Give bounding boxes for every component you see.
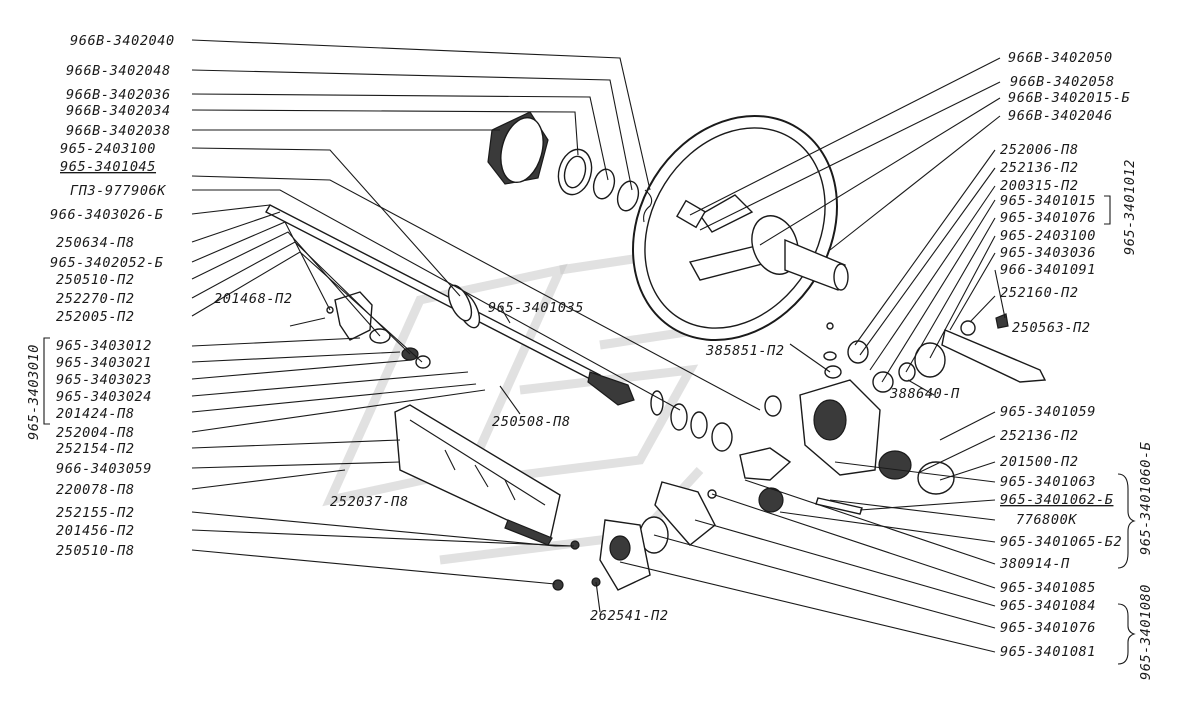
label-left-8: 966-3403026-Б <box>50 207 163 223</box>
label-left-0: 966В-3402040 <box>70 33 175 49</box>
label-left-lower-2: 252154-П2 <box>56 441 135 457</box>
label-center-4: 250508-П8 <box>492 414 571 430</box>
label-right-low-8: 965-3401085 <box>1000 580 1096 596</box>
label-right-low-2: 201500-П2 <box>1000 454 1079 470</box>
label-right-mid-5: 965-2403100 <box>1000 228 1096 244</box>
label-right-top-3: 966В-3402046 <box>1008 108 1113 124</box>
label-center-3: 385851-П2 <box>705 343 785 359</box>
label-left-lower-1: 252004-П8 <box>56 425 135 441</box>
label-center-2: 965-3401035 <box>488 300 584 316</box>
label-left-12: 252270-П2 <box>56 291 135 307</box>
label-left-7: ГПЗ-977906К <box>70 183 166 199</box>
label-right-mid-1: 252136-П2 <box>1000 160 1079 176</box>
labels-right-mid: 252006-П8 252136-П2 200315-П2 965-340101… <box>1000 142 1138 278</box>
lower-cover <box>394 404 561 546</box>
label-right-low-1: 252136-П2 <box>1000 428 1079 444</box>
label-right-low-7: 380914-П <box>999 556 1070 572</box>
labels-left: 966В-3402040 966В-3402048 966В-3402036 9… <box>50 33 175 325</box>
label-center-5: 252037-П8 <box>330 494 409 510</box>
label-left-lower-5: 252155-П2 <box>56 505 135 521</box>
steering-shaft <box>265 204 782 452</box>
label-right-low-5: 776800К <box>1016 512 1077 528</box>
label-left-5: 965-2403100 <box>60 141 156 157</box>
label-left-lower-3: 966-3403059 <box>56 461 152 477</box>
label-center-7: 388640-П <box>889 386 960 402</box>
label-right-top-1: 966В-3402058 <box>1010 74 1115 90</box>
label-right-low-6: 965-3401065-Б2 <box>1000 534 1122 550</box>
label-left-1: 966В-3402048 <box>66 63 171 79</box>
label-left-4: 966В-3402038 <box>66 123 171 139</box>
label-right-low-4: 965-3401062-Б <box>1000 492 1113 508</box>
label-right-low-0: 965-3401059 <box>1000 404 1096 420</box>
label-left-lower-4: 220078-П8 <box>56 482 135 498</box>
label-left-group-3: 965-3403024 <box>56 389 152 405</box>
group-label-left: 965-3403010 <box>26 344 42 440</box>
label-left-lower-7: 250510-П8 <box>56 543 135 559</box>
group-braces <box>43 195 1136 665</box>
label-center-8: 250563-П2 <box>1012 320 1091 336</box>
group-label-right-mid: 965-3401060-Б <box>1138 442 1154 555</box>
label-left-lower-0: 201424-П8 <box>56 406 135 422</box>
leader-lines <box>191 39 1006 653</box>
label-center-9: 252160-П2 <box>1000 285 1079 301</box>
label-center-6: 262541-П2 <box>590 608 669 624</box>
label-right-mid-6: 965-3403036 <box>1000 245 1096 261</box>
label-right-low-10: 965-3401076 <box>1000 620 1096 636</box>
label-left-11: 250510-П2 <box>56 272 135 288</box>
label-left-group-0: 965-3403012 <box>56 338 152 354</box>
label-left-9: 250634-П8 <box>56 235 135 251</box>
label-center-1: 201468-П2 <box>214 291 293 307</box>
label-right-mid-2: 200315-П2 <box>1000 178 1079 194</box>
label-right-top-2: 966В-3402015-Б <box>1008 90 1130 106</box>
label-left-lower-6: 201456-П2 <box>56 523 135 539</box>
label-right-mid-0: 252006-П8 <box>1000 142 1079 158</box>
label-left-3: 966В-3402034 <box>66 103 171 119</box>
labels-left-lower: 201424-П8 252004-П8 252154-П2 966-340305… <box>56 406 152 559</box>
bearing-housing <box>552 481 717 591</box>
label-right-mid-7: 966-3401091 <box>1000 262 1096 278</box>
labels-left-group: 965-3403012 965-3403021 965-3403023 965-… <box>26 338 152 440</box>
label-left-13: 252005-П2 <box>56 309 135 325</box>
labels-right-top: 966В-3402050 966В-3402058 966В-3402015-Б… <box>1008 50 1130 124</box>
label-left-6: 965-3401045 <box>60 159 156 175</box>
label-right-mid-3: 965-3401015 <box>1000 193 1096 209</box>
label-right-top-0: 966В-3402050 <box>1008 50 1113 66</box>
label-left-2: 966В-3402036 <box>66 87 171 103</box>
label-left-group-1: 965-3403021 <box>56 355 152 371</box>
label-left-10: 965-3402052-Б <box>50 255 163 271</box>
label-right-low-9: 965-3401084 <box>1000 598 1096 614</box>
labels-center: 201468-П2 965-3401035 385851-П2 250508-П… <box>214 285 1091 624</box>
labels-right-low: 965-3401059 252136-П2 201500-П2 965-3401… <box>999 404 1154 680</box>
label-right-low-3: 965-3401063 <box>1000 474 1096 490</box>
steering-wheel <box>632 114 849 342</box>
horn-cap <box>487 111 653 223</box>
label-left-group-2: 965-3403023 <box>56 372 152 388</box>
gear-housing <box>739 313 1047 515</box>
label-right-low-11: 965-3401081 <box>1000 644 1096 660</box>
group-label-right-top: 965-3401012 <box>1122 159 1138 255</box>
group-label-right-bottom: 965-3401080 <box>1138 584 1154 680</box>
label-right-mid-4: 965-3401076 <box>1000 210 1096 226</box>
